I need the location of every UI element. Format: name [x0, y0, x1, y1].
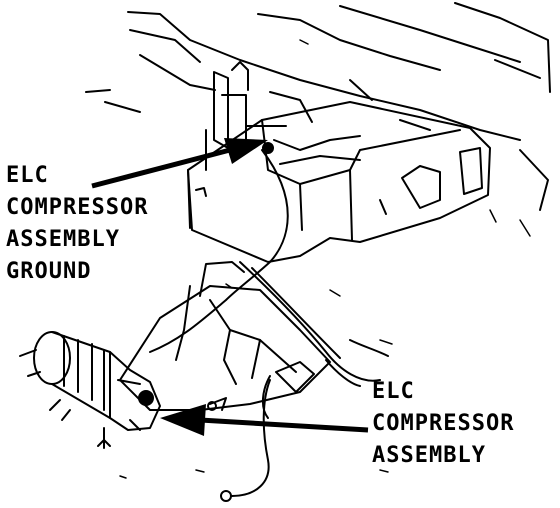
sketch-marks: [119, 39, 531, 479]
ground-callout-line: ELC: [6, 163, 49, 188]
assembly-callout-line: ASSEMBLY: [372, 443, 486, 468]
assembly-callout-line: COMPRESSOR: [372, 411, 515, 436]
assembly-callout-line: ELC: [372, 379, 415, 404]
compressor-leader-arrow: [160, 404, 369, 436]
wiring-harness-drawing: [149, 149, 389, 502]
ground-leader-arrow: [91, 138, 268, 189]
assembly-callout-label: ELC COMPRESSOR ASSEMBLY: [372, 376, 514, 472]
compressor-motor-drawing: [19, 331, 161, 449]
frame-rail-drawing: [85, 2, 551, 263]
ground-callout-label: ELC COMPRESSOR ASSEMBLY GROUND: [6, 160, 148, 288]
ground-callout-line: GROUND: [6, 259, 92, 284]
mounting-bracket-drawing: [119, 261, 331, 419]
ground-callout-line: ASSEMBLY: [6, 227, 120, 252]
ground-callout-line: COMPRESSOR: [6, 195, 149, 220]
